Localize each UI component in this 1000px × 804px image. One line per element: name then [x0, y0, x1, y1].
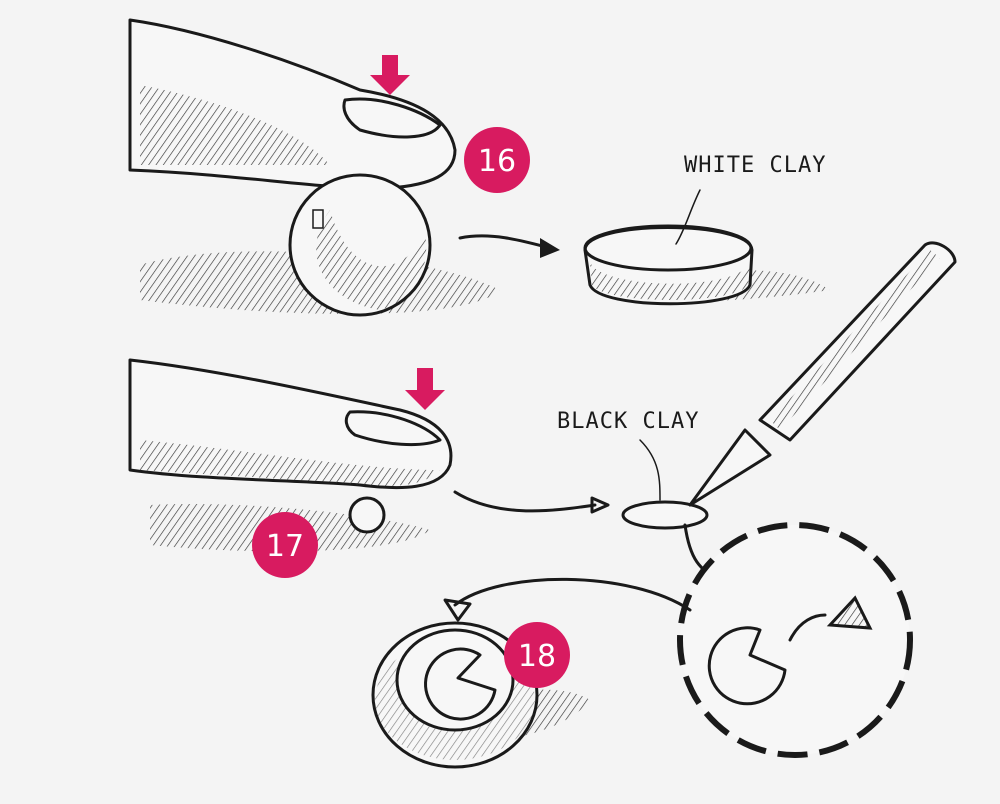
craft-knife-icon [688, 241, 957, 507]
finished-clay-piece [371, 621, 590, 769]
step-16-finger-press [128, 18, 500, 317]
step-number: 18 [518, 639, 556, 674]
zoom-bubble [677, 522, 913, 758]
step-badge-18: 18 [504, 622, 570, 688]
black-clay-disc [621, 439, 709, 530]
white-clay-disc [583, 189, 830, 306]
step-number: 17 [266, 529, 304, 564]
black-clay-label: BLACK CLAY [557, 409, 699, 434]
step-badge-17: 17 [252, 512, 318, 578]
press-down-arrow-icon [370, 55, 410, 95]
step-badge-16: 16 [464, 127, 530, 193]
step-number: 16 [478, 144, 516, 179]
white-clay-label: WHITE CLAY [684, 153, 826, 178]
step-17-finger-press [128, 358, 453, 552]
press-down-arrow-icon [405, 368, 445, 410]
